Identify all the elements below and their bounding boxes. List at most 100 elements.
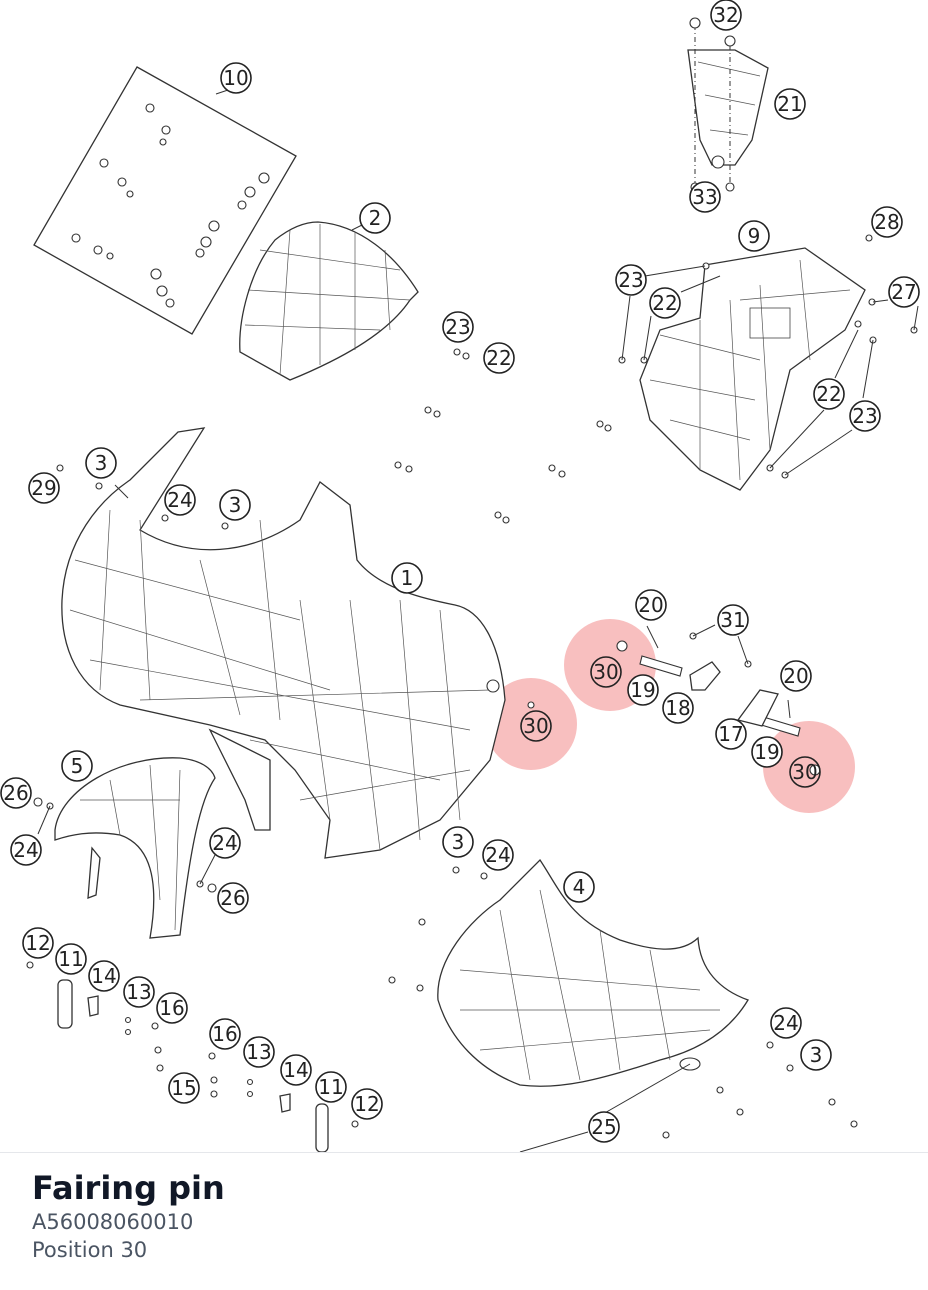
- callout-12[interactable]: 12: [22, 927, 54, 959]
- callout-3[interactable]: 3: [800, 1039, 832, 1071]
- callout-20[interactable]: 20: [780, 660, 812, 692]
- svg-text:30: 30: [523, 714, 548, 738]
- callout-19[interactable]: 19: [627, 674, 659, 706]
- callouts: 32 21 33 10 2 23 22 9 28 27 22 23 22 23 …: [0, 0, 920, 1143]
- callout-24[interactable]: 24: [164, 484, 196, 516]
- callout-24[interactable]: 24: [10, 834, 42, 866]
- callout-16[interactable]: 16: [209, 1018, 241, 1050]
- callout-29[interactable]: 29: [28, 472, 60, 504]
- callout-19[interactable]: 19: [751, 736, 783, 768]
- divider: [0, 1152, 928, 1153]
- callout-3[interactable]: 3: [85, 447, 117, 479]
- fairing-pin-assembly: [527, 625, 821, 776]
- callout-4[interactable]: 4: [563, 871, 595, 903]
- callout-11[interactable]: 11: [55, 943, 87, 975]
- callout-5[interactable]: 5: [61, 750, 93, 782]
- svg-text:17: 17: [718, 722, 743, 746]
- part-name: Fairing pin: [32, 1169, 225, 1207]
- svg-text:18: 18: [665, 696, 690, 720]
- callout-20[interactable]: 20: [635, 589, 667, 621]
- svg-text:16: 16: [212, 1022, 237, 1046]
- windscreen-drawing: [239, 221, 419, 381]
- callout-28[interactable]: 28: [871, 206, 903, 238]
- callout-32[interactable]: 32: [710, 0, 742, 31]
- svg-text:12: 12: [354, 1092, 379, 1116]
- callout-30[interactable]: 30: [789, 756, 821, 788]
- callout-13[interactable]: 13: [243, 1036, 275, 1068]
- svg-text:11: 11: [318, 1075, 343, 1099]
- callout-22[interactable]: 22: [483, 342, 515, 374]
- svg-text:22: 22: [816, 382, 841, 406]
- callout-23[interactable]: 23: [615, 264, 647, 296]
- callout-22[interactable]: 22: [813, 378, 845, 410]
- callout-24[interactable]: 24: [209, 827, 241, 859]
- callout-17[interactable]: 17: [715, 718, 747, 750]
- front-mudguard-drawing: [54, 757, 216, 939]
- callout-9[interactable]: 9: [738, 220, 770, 252]
- svg-text:24: 24: [167, 488, 192, 512]
- svg-text:3: 3: [95, 451, 108, 475]
- callout-1[interactable]: 1: [391, 562, 423, 594]
- callout-14[interactable]: 14: [280, 1054, 312, 1086]
- part-number: A56008060010: [32, 1210, 194, 1234]
- bracket-drawing: [687, 17, 769, 192]
- callout-2[interactable]: 2: [359, 202, 391, 234]
- rear-section-drawing: [639, 247, 866, 491]
- svg-text:32: 32: [713, 3, 738, 27]
- exploded-parts-diagram: 32 21 33 10 2 23 22 9 28 27 22 23 22 23 …: [0, 0, 920, 1152]
- callout-23[interactable]: 23: [849, 400, 881, 432]
- svg-text:24: 24: [485, 843, 510, 867]
- hardware-kit-drawing: [33, 66, 297, 335]
- svg-text:13: 13: [126, 980, 151, 1004]
- svg-text:21: 21: [777, 92, 802, 116]
- svg-text:1: 1: [401, 566, 414, 590]
- callout-11[interactable]: 11: [315, 1071, 347, 1103]
- svg-text:2: 2: [369, 206, 382, 230]
- svg-text:5: 5: [71, 754, 84, 778]
- svg-text:19: 19: [630, 678, 655, 702]
- callout-30[interactable]: 30: [520, 710, 552, 742]
- svg-text:28: 28: [874, 210, 899, 234]
- svg-text:12: 12: [25, 931, 50, 955]
- leader-lines: [37, 265, 919, 1152]
- svg-text:3: 3: [810, 1043, 823, 1067]
- svg-text:3: 3: [229, 493, 242, 517]
- callout-14[interactable]: 14: [88, 960, 120, 992]
- svg-text:14: 14: [91, 964, 116, 988]
- callout-26[interactable]: 26: [217, 882, 249, 914]
- callout-12[interactable]: 12: [351, 1088, 383, 1120]
- callout-33[interactable]: 33: [689, 181, 721, 213]
- svg-text:23: 23: [852, 404, 877, 428]
- svg-text:24: 24: [773, 1011, 798, 1035]
- callout-18[interactable]: 18: [662, 692, 694, 724]
- callout-23[interactable]: 23: [442, 311, 474, 343]
- svg-text:24: 24: [13, 838, 38, 862]
- svg-text:9: 9: [748, 224, 761, 248]
- svg-text:10: 10: [223, 66, 248, 90]
- callout-21[interactable]: 21: [774, 88, 806, 120]
- svg-text:15: 15: [171, 1076, 196, 1100]
- callout-16[interactable]: 16: [156, 992, 188, 1024]
- svg-text:26: 26: [220, 886, 245, 910]
- callout-25[interactable]: 25: [588, 1111, 620, 1143]
- callout-26[interactable]: 26: [0, 777, 32, 809]
- svg-text:31: 31: [720, 608, 745, 632]
- callout-27[interactable]: 27: [888, 276, 920, 308]
- svg-text:22: 22: [486, 346, 511, 370]
- callout-15[interactable]: 15: [168, 1072, 200, 1104]
- callout-3[interactable]: 3: [442, 826, 474, 858]
- callout-24[interactable]: 24: [482, 839, 514, 871]
- svg-text:3: 3: [452, 830, 465, 854]
- callout-24[interactable]: 24: [770, 1007, 802, 1039]
- svg-text:30: 30: [792, 760, 817, 784]
- svg-text:25: 25: [591, 1115, 616, 1139]
- callout-3[interactable]: 3: [219, 489, 251, 521]
- svg-text:16: 16: [159, 996, 184, 1020]
- svg-text:27: 27: [891, 280, 916, 304]
- callout-22[interactable]: 22: [649, 287, 681, 319]
- part-info-panel: Fairing pin A56008060010 Position 30: [32, 1168, 225, 1264]
- callout-30[interactable]: 30: [590, 656, 622, 688]
- callout-10[interactable]: 10: [220, 62, 252, 94]
- callout-13[interactable]: 13: [123, 976, 155, 1008]
- callout-31[interactable]: 31: [717, 604, 749, 636]
